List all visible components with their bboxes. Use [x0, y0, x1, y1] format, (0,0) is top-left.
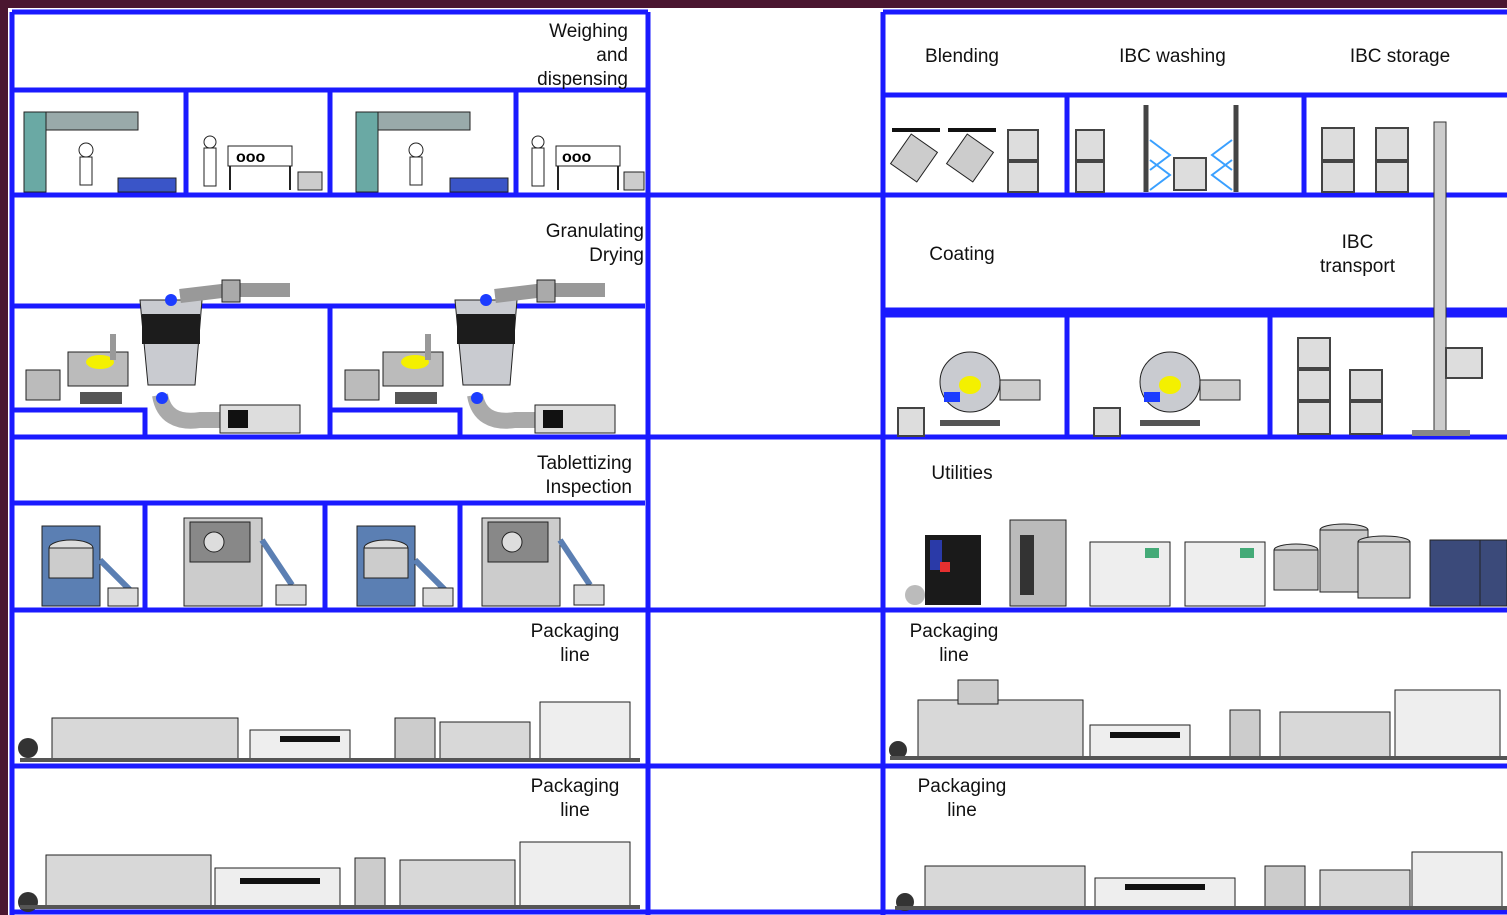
granulator-icon [26, 334, 128, 404]
fluid-bed-dryer-icon [455, 280, 615, 433]
tablet-press-icon [42, 526, 138, 606]
area-label-granulating: Granulating Drying [470, 220, 644, 268]
area-label-packaging-right-1: Packaging line [894, 620, 1014, 668]
weighing-booth-icon [356, 112, 508, 192]
coater-icon [898, 352, 1040, 436]
svg-text:ooo: ooo [562, 149, 592, 166]
area-label-packaging-right-2: Packaging line [902, 775, 1022, 823]
granulator-icon [345, 334, 443, 404]
packaging-machine-icon [889, 680, 1507, 760]
area-label-packaging-left-1: Packaging line [510, 620, 640, 668]
packaging-machine-icon [18, 702, 640, 762]
weighing-booth-icon [24, 112, 176, 192]
lift-column-icon [1412, 122, 1482, 436]
utility-unit-icon [905, 520, 1507, 606]
inspection-machine-icon [184, 518, 306, 606]
coater-icon [1094, 352, 1240, 436]
area-label-utilities: Utilities [912, 462, 1012, 486]
area-label-ibc-storage: IBC storage [1330, 45, 1470, 69]
area-label-ibc-washing: IBC washing [1100, 45, 1245, 69]
ibc-container-icon [1298, 338, 1382, 434]
area-label-weighing: Weighing and dispensing [470, 20, 628, 92]
area-label-packaging-left-2: Packaging line [510, 775, 640, 823]
fluid-bed-dryer-icon [140, 280, 300, 433]
packaging-machine-icon [895, 852, 1507, 911]
blender-icon [891, 130, 996, 182]
area-label-ibc-transport: IBC transport [1300, 231, 1415, 279]
dispensing-station-icon: ooo [532, 136, 644, 190]
area-label-coating: Coating [912, 243, 1012, 267]
svg-text:ooo: ooo [236, 149, 266, 166]
tablet-press-icon [357, 526, 453, 606]
inspection-machine-icon [482, 518, 604, 606]
area-label-blending: Blending [912, 45, 1012, 69]
packaging-machine-icon [18, 842, 640, 912]
area-label-tablettizing: Tablettizing Inspection [470, 452, 632, 500]
dispensing-station-icon: ooo [204, 136, 322, 190]
